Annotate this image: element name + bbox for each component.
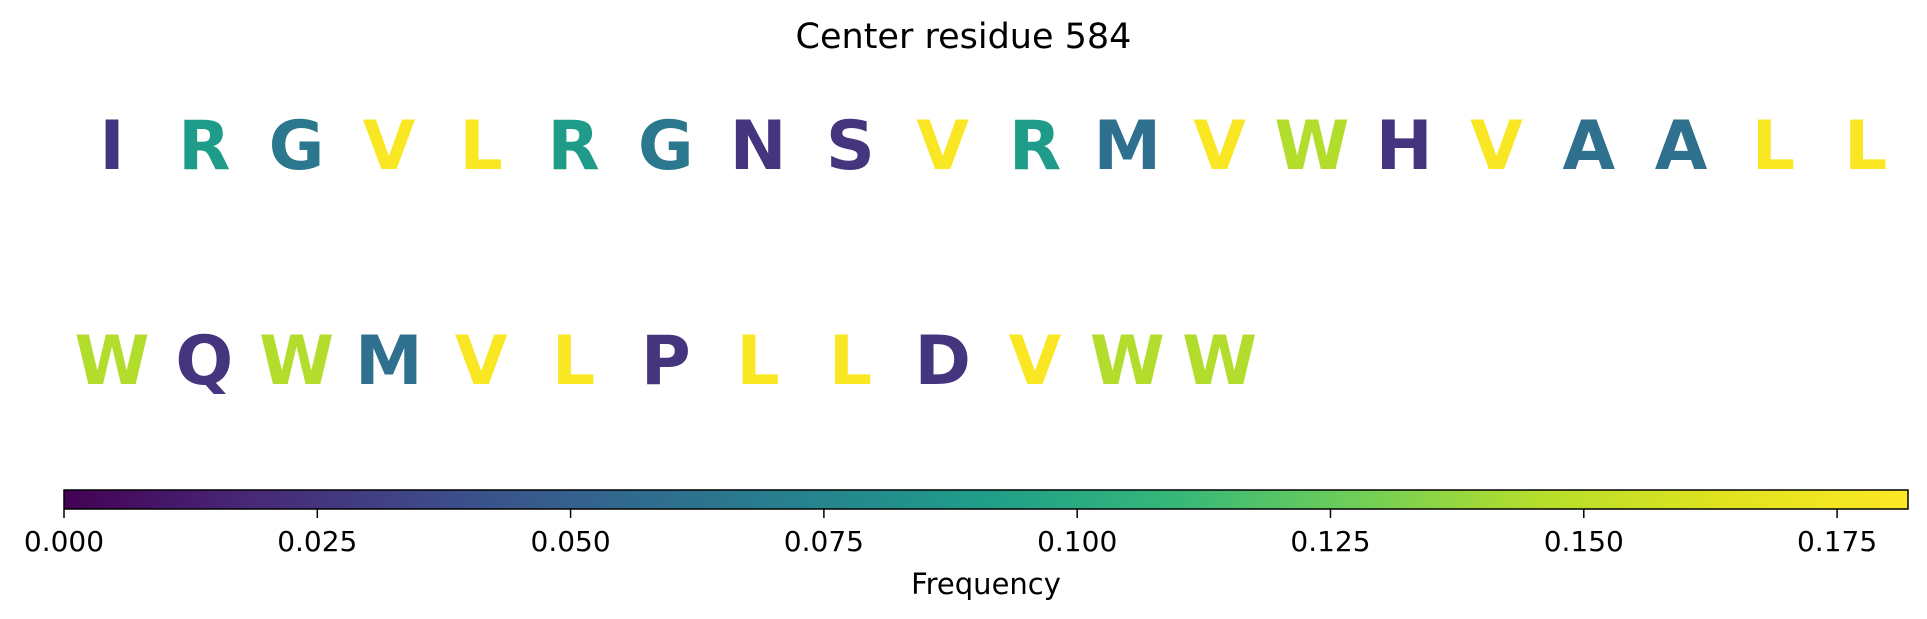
- colorbar-tick-label: 0.125: [1290, 525, 1370, 558]
- colorbar: 0.000 0.025 0.050 0.075 0.100 0.125 0.150 0.175…: [24, 489, 1909, 601]
- colorbar-ticks: 0.000 0.025 0.050 0.075 0.100 0.125 0.150 0.175: [24, 509, 1877, 558]
- residue-letter: M: [1093, 107, 1162, 186]
- colorbar-gradient: [63, 489, 1909, 510]
- residue-letter: N: [729, 107, 787, 186]
- residue-letter: G: [637, 107, 694, 186]
- residue-letter: L: [736, 322, 780, 401]
- residue-letter: L: [459, 107, 503, 186]
- residue-letter: R: [178, 107, 231, 186]
- residue-letter: V: [1193, 107, 1246, 186]
- residue-letter: V: [1008, 322, 1062, 401]
- colorbar-tick-label: 0.150: [1544, 525, 1624, 558]
- colorbar-tick-label: 0.050: [531, 525, 611, 558]
- residue-letter: W: [74, 322, 150, 401]
- residue-letter: L: [1844, 107, 1888, 186]
- residue-letter: L: [828, 322, 873, 401]
- colorbar-tick-label: 0.075: [784, 525, 864, 558]
- colorbar-tick-label: 0.175: [1797, 525, 1877, 558]
- residue-letter: W: [1274, 107, 1350, 186]
- colorbar-label: Frequency: [911, 567, 1061, 601]
- residue-letter: A: [1562, 107, 1616, 186]
- residue-letter: W: [1182, 322, 1258, 401]
- residue-letter: V: [1470, 107, 1523, 186]
- residue-letter: R: [1008, 107, 1062, 186]
- residue-letter: V: [362, 107, 416, 186]
- residue-letter: R: [547, 107, 600, 186]
- residue-letter: P: [640, 322, 691, 401]
- colorbar-tick-label: 0.100: [1037, 525, 1117, 558]
- residue-letter: I: [99, 107, 125, 186]
- residue-letter: S: [825, 107, 875, 186]
- residue-letter: L: [551, 322, 596, 401]
- colorbar-tick-label: 0.000: [24, 525, 104, 558]
- residue-letter: H: [1375, 107, 1433, 186]
- residue-letter: W: [1089, 322, 1165, 401]
- residue-letter: Q: [175, 322, 234, 401]
- chart-title: Center residue 584: [795, 17, 1132, 57]
- residue-letter: L: [1751, 107, 1796, 186]
- residue-letter: D: [914, 322, 971, 401]
- residue-letter: V: [454, 322, 508, 401]
- residue-letter: M: [355, 322, 423, 401]
- colorbar-tick-label: 0.025: [277, 525, 357, 558]
- residue-letter: A: [1654, 107, 1708, 186]
- residue-letter: W: [259, 322, 335, 401]
- residue-letter: V: [916, 107, 969, 186]
- residue-letter: G: [268, 107, 325, 186]
